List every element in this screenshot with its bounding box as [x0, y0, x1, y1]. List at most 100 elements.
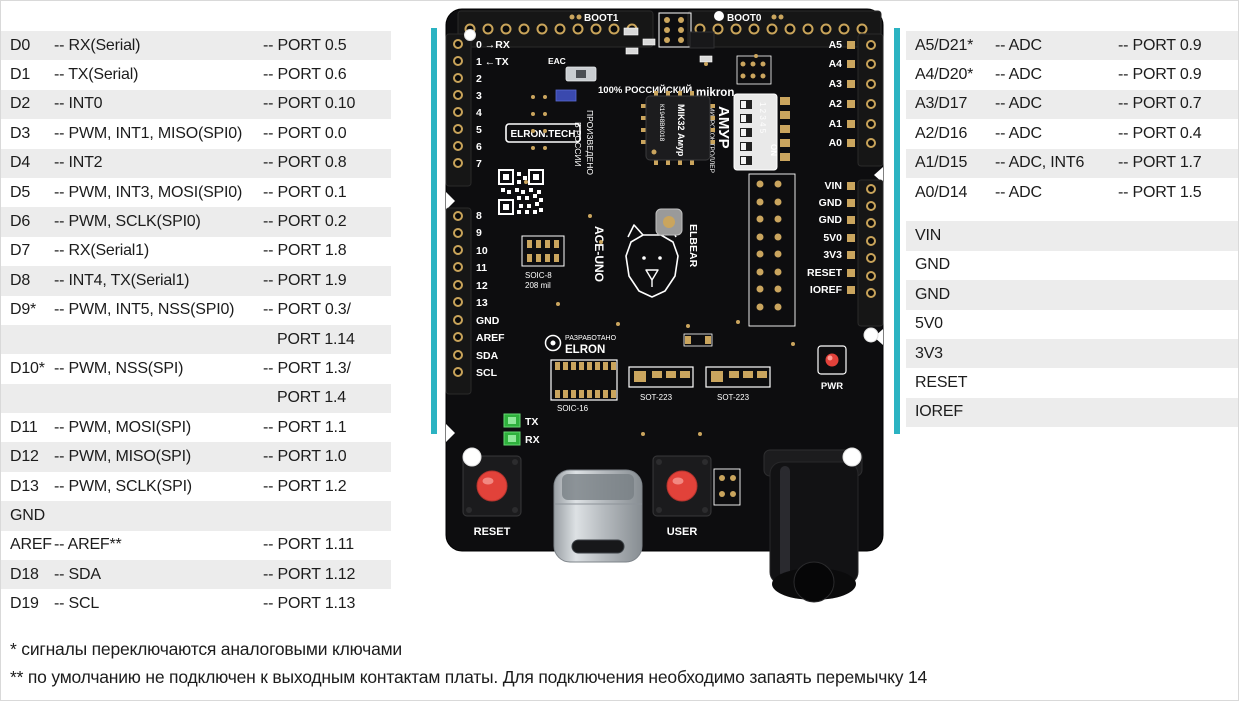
dip-on-label: ON: [769, 144, 778, 156]
made-in-russia-text: В РОССИИ ПРОИЗВЕДЕНО: [573, 110, 595, 175]
boot0-jumper: BOOT0: [714, 11, 784, 24]
pin-label-8: 8: [476, 210, 482, 222]
reset-button: RESET: [462, 455, 522, 538]
left-header-digital-0-7: [445, 33, 472, 187]
pin-functions: -- SCL: [54, 595, 100, 613]
pin-name: D9*: [10, 301, 37, 319]
pin-functions: -- ADC: [995, 183, 1042, 201]
table-row: D5-- PWM, INT3, MOSI(SPI0)-- PORT 0.1: [1, 178, 391, 207]
dip-numbers-label: 1 2 3 4 5: [758, 102, 767, 134]
table-row: A3/D17-- ADC-- PORT 0.7: [906, 89, 1238, 120]
pin-label-7: 7: [476, 158, 482, 170]
soic8-mil-label: 208 mil: [525, 281, 551, 290]
table-row: VIN: [906, 221, 1238, 251]
pin-functions: -- PWM, MISO(SPI): [54, 448, 192, 466]
table-row: A4/D20*-- ADC-- PORT 0.9: [906, 60, 1238, 89]
produced-label: ПРОИЗВЕДЕНО: [585, 110, 595, 175]
table-row: D8-- INT4, TX(Serial1)-- PORT 1.9: [1, 266, 391, 296]
table-row: PORT 1.4: [1, 383, 391, 414]
table-row: GND: [906, 280, 1238, 310]
pin-label-11: 11: [476, 262, 487, 274]
pin-label-a1: A1: [829, 118, 843, 130]
table-gap: [906, 207, 1238, 221]
pin-name: D19: [10, 595, 39, 613]
digital-pin-table: D0-- RX(Serial)-- PORT 0.5 D1-- TX(Seria…: [1, 31, 391, 619]
pin-label-gnd1: GND: [819, 197, 843, 209]
via-dots: [524, 54, 795, 436]
pwr-led: PWR: [817, 345, 847, 392]
pin-port: -- PORT 1.3/: [263, 359, 351, 377]
chip-name-label: MIK32 Амур: [676, 104, 686, 157]
table-row: D9*-- PWM, INT5, NSS(SPI0)-- PORT 0.3/: [1, 296, 391, 325]
pin-label-gnd2: GND: [819, 214, 843, 226]
mcu-word-label: МИКРОКОНТРОЛЛЕР: [708, 106, 715, 173]
table-row: D2-- INT0-- PORT 0.10: [1, 89, 391, 120]
elbear-label: ELBEAR: [687, 224, 699, 268]
reset-button-label: RESET: [474, 526, 511, 538]
sot223-right-label: SOT-223: [717, 393, 750, 402]
oscillator: [655, 208, 683, 236]
pin-name: GND: [10, 506, 45, 524]
pin-functions: -- ADC, INT6: [995, 154, 1085, 172]
pin-port: -- PORT 0.6: [263, 66, 347, 84]
user-button: USER: [652, 455, 712, 538]
pin-name: D10*: [10, 359, 45, 377]
power-pin-name: 3V3: [915, 344, 943, 362]
table-row: A1/D15-- ADC, INT6-- PORT 1.7: [906, 148, 1238, 178]
pin-label-5v0: 5V0: [823, 232, 842, 244]
pin-name: D5: [10, 183, 31, 201]
programming-pads: [658, 12, 692, 48]
pad-grid-power: [748, 173, 796, 327]
pin-name: D8: [10, 271, 31, 289]
pin-functions: -- RX(Serial1): [54, 242, 149, 260]
table-row: A0/D14-- ADC-- PORT 1.5: [906, 178, 1238, 207]
left-pin-labels: 0 →RX 1 ←TX 2 3 4 5 6 7 8 9 10 11 12 13 …: [476, 39, 510, 379]
pin-port: -- PORT 0.8: [263, 154, 347, 172]
pin-label-10: 10: [476, 245, 488, 257]
footnote-2: ** по умолчанию не подключен к выходным …: [10, 667, 928, 687]
tx-led: TX: [503, 413, 538, 428]
developed-by-block: РАЗРАБОТАНО ELRON: [544, 334, 617, 356]
power-pin-name: 5V0: [915, 315, 943, 333]
mik32-chip: К1948ВК018 MIK32 Амур: [641, 91, 715, 165]
pin-name: D4: [10, 154, 31, 172]
pin-port: -- PORT 0.7: [1118, 95, 1202, 113]
eac-mark: ЕАС: [548, 56, 566, 66]
pin-functions: -- SDA: [54, 565, 101, 583]
footnotes: * сигналы переключаются аналоговыми ключ…: [10, 635, 927, 691]
soic16-footprint: SOIC-16: [550, 359, 618, 413]
table-row: D18-- SDA-- PORT 1.12: [1, 560, 391, 590]
pin-label-2: 2: [476, 73, 482, 85]
table-row: D12-- PWM, MISO(SPI)-- PORT 1.0: [1, 442, 391, 472]
pin-functions: -- INT4, TX(Serial1): [54, 271, 190, 289]
in-russia-label: В РОССИИ: [573, 122, 583, 167]
pin-label-a0: A0: [829, 137, 843, 149]
pin-port: -- PORT 1.11: [263, 536, 354, 554]
left-header-digital-8-scl: [445, 207, 472, 395]
pad-column-mid: [780, 97, 790, 161]
pad-grid-bottom: [713, 468, 741, 506]
pin-port: -- PORT 0.5: [263, 36, 347, 54]
left-accent-bar: [431, 28, 437, 434]
pin-label-vin: VIN: [824, 180, 842, 192]
pin-port: -- PORT 0.1: [263, 183, 347, 201]
pin-functions: -- ADC: [995, 124, 1042, 142]
power-pin-name: IOREF: [915, 403, 963, 421]
analog-pin-table: A5/D21* -- ADC -- PORT 0.9 A4/D20*-- ADC--…: [906, 31, 1238, 428]
right-pin-pads: [847, 41, 855, 294]
table-row: D1-- TX(Serial)-- PORT 0.6: [1, 60, 391, 89]
right-header-power: [857, 179, 884, 327]
table-row: D6-- PWM, SCLK(SPI0)-- PORT 0.2: [1, 207, 391, 237]
pin-port: -- PORT 0.9: [1118, 66, 1202, 84]
pin-label-5: 5: [476, 124, 482, 136]
pin-port: -- PORT 0.0: [263, 124, 347, 142]
pin-functions: -- PWM, INT1, MISO(SPI0): [54, 124, 243, 142]
elron-label: ELRON: [565, 344, 605, 356]
pin-name: A5/D21*: [915, 36, 974, 54]
pin-port: -- PORT 1.12: [263, 565, 356, 583]
usb-c-connector: [553, 469, 643, 563]
pin-port: -- PORT 0.3/: [263, 301, 351, 319]
user-button-label: USER: [667, 526, 698, 538]
pin-name: D0: [10, 36, 31, 54]
pin-port: -- PORT 1.7: [1118, 154, 1202, 172]
